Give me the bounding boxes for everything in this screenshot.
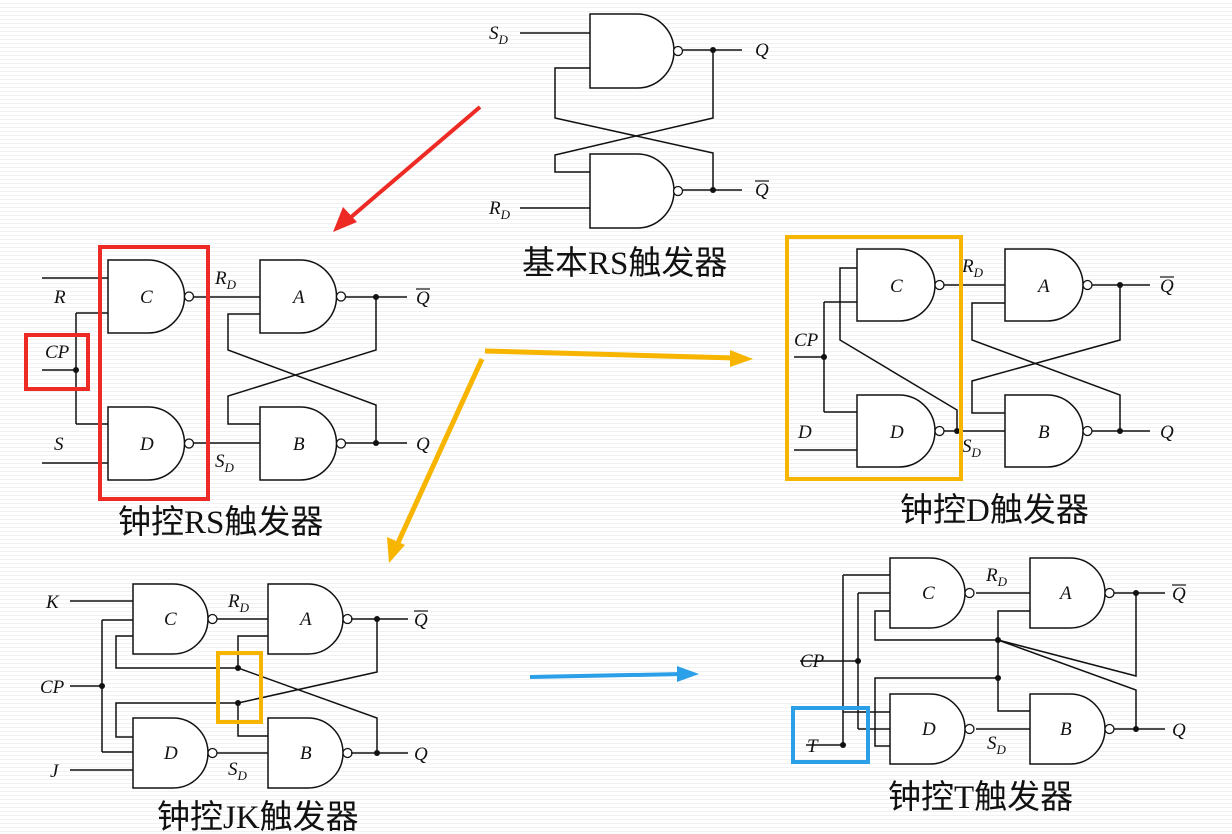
clocked-t-caption: 钟控T触发器 bbox=[888, 779, 1073, 816]
clocked-rs-cp-label: CP bbox=[45, 342, 70, 363]
clocked-jk-k-input-label: K bbox=[45, 592, 60, 613]
clocked-d-flip-flop: C D A B CP D RD SD Q Q 钟控D触发器 bbox=[785, 235, 1174, 529]
clocked-d-sd-label: SD bbox=[962, 436, 982, 460]
clocked-rs-cp-highlight bbox=[24, 333, 90, 391]
clocked-rs-s-input-label: S bbox=[54, 434, 64, 455]
clocked-jk-rd-label: RD bbox=[227, 591, 250, 615]
basic-rs-lower-nand-gate bbox=[589, 153, 684, 229]
clocked-t-gate-a bbox=[1029, 557, 1115, 629]
clocked-jk-cp-label: CP bbox=[40, 677, 65, 698]
clocked-rs-input-gates-highlight bbox=[98, 245, 210, 501]
clocked-rs-gate-d-label: D bbox=[139, 434, 154, 455]
clocked-d-qbar-label: Q bbox=[1160, 276, 1174, 297]
clocked-d-input-stage-highlight bbox=[785, 235, 963, 481]
clocked-t-q-label: Q bbox=[1172, 720, 1186, 741]
clocked-rs-r-input-label: R bbox=[53, 287, 66, 308]
clocked-jk-j-input-label: J bbox=[50, 761, 60, 782]
clocked-jk-caption: 钟控JK触发器 bbox=[157, 799, 359, 834]
basic-rs-sd-label: SD bbox=[489, 23, 509, 47]
basic-rs-rd-label: RD bbox=[488, 198, 511, 222]
basic-rs-caption: 基本RS触发器 bbox=[522, 245, 727, 282]
clocked-d-gate-d-label: D bbox=[889, 422, 904, 443]
clocked-t-rd-label: RD bbox=[985, 565, 1008, 589]
clocked-d-caption: 钟控D触发器 bbox=[900, 492, 1089, 529]
clocked-rs-sd-label: SD bbox=[215, 451, 235, 475]
clocked-rs-caption: 钟控RS触发器 bbox=[118, 504, 323, 541]
clocked-rs-gate-c-label: C bbox=[140, 287, 153, 308]
blue-arrow bbox=[529, 666, 699, 682]
orange-arrow-down bbox=[387, 357, 485, 563]
basic-rs-flip-flop: SD RD Q Q 基本RS触发器 bbox=[488, 13, 769, 282]
clocked-jk-gate-b-label: B bbox=[300, 743, 312, 764]
clocked-jk-q-label: Q bbox=[414, 744, 428, 765]
clocked-t-gate-d-label: D bbox=[921, 719, 936, 740]
clocked-t-gate-b bbox=[1029, 693, 1115, 765]
basic-rs-q-label: Q bbox=[755, 40, 769, 61]
clocked-t-gate-a-label: A bbox=[1058, 583, 1072, 604]
clocked-rs-rd-label: RD bbox=[214, 268, 237, 292]
clocked-rs-flip-flop: C D A B R S CP RD SD Q Q 钟控RS触发器 bbox=[24, 245, 430, 541]
clocked-d-q-label: Q bbox=[1160, 422, 1174, 443]
clocked-t-sd-label: SD bbox=[987, 733, 1007, 757]
clocked-t-gate-c-label: C bbox=[922, 583, 935, 604]
basic-rs-qbar-label: Q bbox=[755, 180, 769, 201]
clocked-d-gate-b-label: B bbox=[1038, 422, 1050, 443]
clocked-jk-sd-label: SD bbox=[228, 759, 248, 783]
clocked-rs-qbar-label: Q bbox=[416, 288, 430, 309]
clocked-jk-crossover-highlight bbox=[216, 651, 263, 724]
clocked-jk-gate-c-label: C bbox=[164, 609, 177, 630]
clocked-d-rd-label: RD bbox=[961, 256, 984, 280]
clocked-jk-qbar-label: Q bbox=[414, 610, 428, 631]
clocked-jk-flip-flop: C D A B K CP J RD SD Q Q 钟控JK触发器 bbox=[40, 583, 428, 834]
clocked-d-gate-a-label: A bbox=[1036, 276, 1050, 297]
clocked-rs-gate-a-label: A bbox=[291, 287, 305, 308]
clocked-d-gate-c-label: C bbox=[890, 276, 903, 297]
clocked-jk-gate-d-label: D bbox=[163, 743, 178, 764]
clocked-d-d-input-label: D bbox=[797, 422, 812, 443]
clocked-t-t-input-highlight bbox=[791, 706, 870, 764]
clocked-t-qbar-label: Q bbox=[1172, 584, 1186, 605]
red-arrow bbox=[333, 105, 482, 232]
clocked-t-cp-label: CP bbox=[800, 651, 825, 672]
orange-arrow-right bbox=[484, 348, 753, 367]
clocked-t-flip-flop: C D A B CP T RD SD Q Q 钟控T触发器 bbox=[791, 557, 1186, 816]
basic-rs-upper-nand-gate bbox=[589, 13, 684, 89]
clocked-d-cp-label: CP bbox=[794, 330, 819, 351]
clocked-rs-gate-b-label: B bbox=[293, 434, 305, 455]
clocked-jk-gate-a-label: A bbox=[298, 609, 312, 630]
clocked-t-t-input-label: T bbox=[807, 736, 819, 757]
clocked-rs-q-label: Q bbox=[416, 434, 430, 455]
clocked-t-gate-b-label: B bbox=[1060, 719, 1072, 740]
